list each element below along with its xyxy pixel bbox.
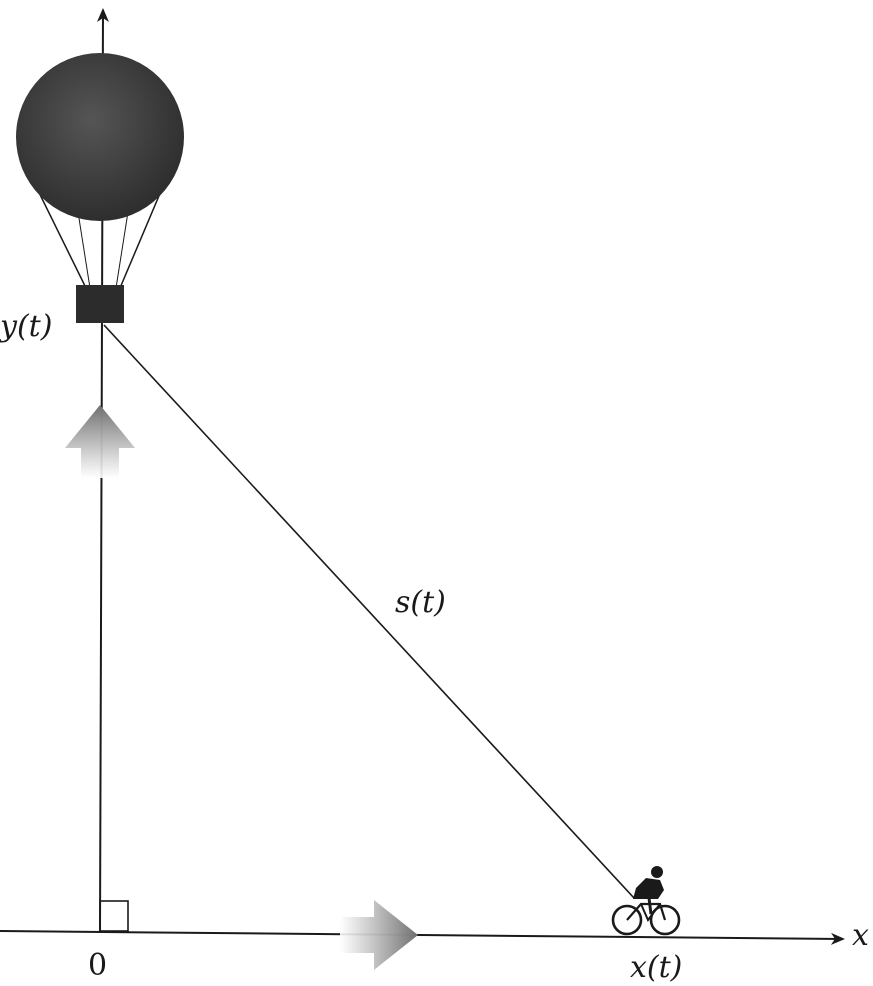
balloon-envelope	[16, 53, 184, 221]
right-angle-marker	[99, 900, 129, 932]
right-arrow-icon	[340, 900, 418, 970]
cyclist-icon	[611, 866, 681, 936]
balloon-icon	[16, 53, 184, 323]
origin-label: 0	[88, 948, 107, 983]
balloon-basket	[76, 285, 124, 323]
hypotenuse-line	[103, 324, 635, 899]
up-arrow-icon	[65, 405, 135, 478]
x-axis-label: x	[852, 918, 869, 953]
y-value-label: y(t)	[0, 309, 52, 344]
x-axis	[0, 930, 845, 945]
x-value-label: x(t)	[630, 950, 682, 985]
hypotenuse-label: s(t)	[395, 585, 446, 620]
